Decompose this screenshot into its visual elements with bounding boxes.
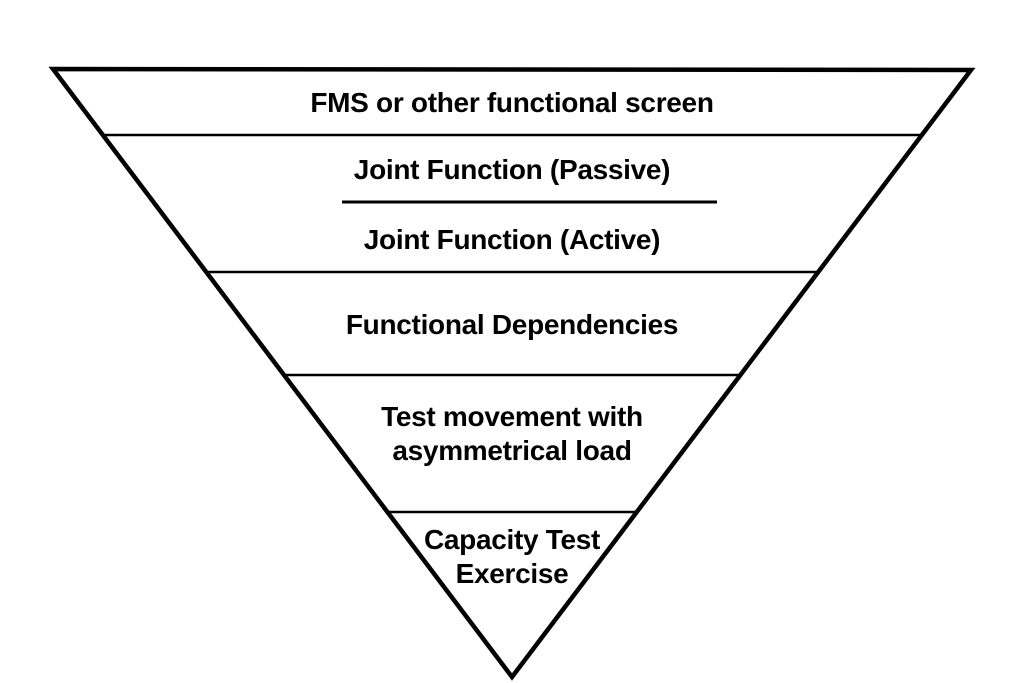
level-label-joint-function-passive: Joint Function (Passive) [353,154,671,185]
level-label-fms-screen: FMS or other functional screen [310,87,714,118]
level-label-functional-dependencies: Functional Dependencies [345,309,679,340]
level-label-capacity-test: Capacity Test Exercise [423,524,601,589]
level-label-test-movement: Test movement with asymmetrical load [381,401,643,466]
pyramid-outline [48,66,976,681]
level-label-joint-function-active: Joint Function (Active) [363,224,661,255]
